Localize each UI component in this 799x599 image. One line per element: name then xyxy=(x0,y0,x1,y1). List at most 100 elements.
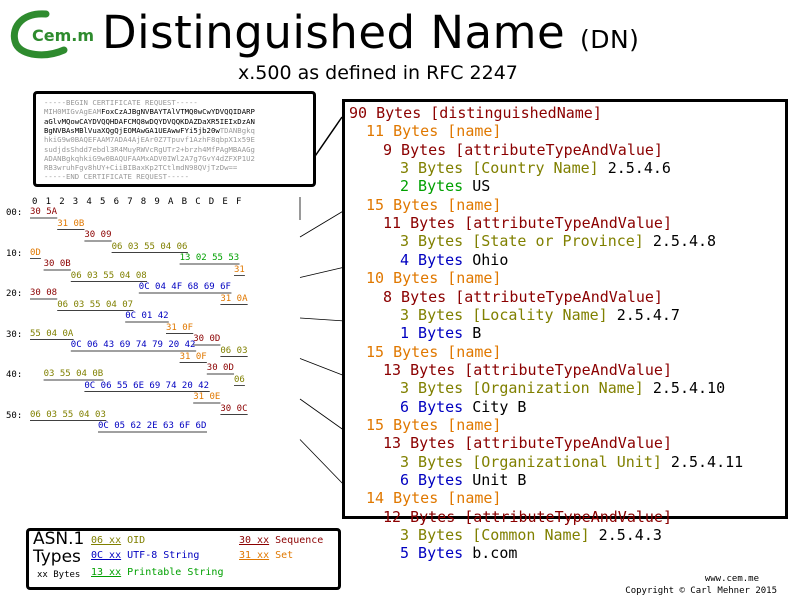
hex-chunk: 31 0B xyxy=(57,218,85,229)
dn-value: 2.5.4.6 xyxy=(598,159,671,178)
hex-chunk: 06 03 xyxy=(220,345,248,356)
hex-offset: 10: xyxy=(6,248,23,259)
legend-code: 0C xx xyxy=(91,550,122,561)
cert-text: FoxCzAJBgNVBAYTAlVTMQ0wCwYDVQQIDARP xyxy=(101,107,255,117)
hex-chunk: 31 0E xyxy=(193,392,221,402)
legend-item: 31 xx Set xyxy=(239,550,293,561)
dn-bytes-label: 6 Bytes xyxy=(400,471,464,489)
hex-column-header: 8 xyxy=(140,197,147,207)
dn-value: 2.5.4.10 xyxy=(643,379,726,398)
hex-chunk: 13 02 55 53 xyxy=(179,253,240,263)
cert-line: sudjdsShdd7ebdl3R4MuyRWVcRgUTr2+brzh4MfP… xyxy=(44,144,255,154)
cert-text: BgNVBAsMBlVuaXQgQjEOMAwGA1UEAwwFYi5jb20w xyxy=(44,125,220,135)
dn-bytes-label: 13 Bytes [attributeTypeAndValue] xyxy=(383,434,672,453)
dn-bytes-label: 11 Bytes [attributeTypeAndValue] xyxy=(383,214,672,233)
hex-offset: 40: xyxy=(6,370,23,380)
dn-value: B xyxy=(463,324,482,343)
dn-bytes-label: 3 Bytes [Country Name] xyxy=(400,159,599,178)
hex-chunk: 06 03 55 04 07 xyxy=(57,299,134,310)
cert-line: hkiG9w0BAQEFAAM7ADA4AjEAr0Z7Tpuvf1AzhF8q… xyxy=(44,135,255,145)
title-main: Distinguished Name xyxy=(102,6,566,59)
dn-bytes-label: 3 Bytes [Organization Name] xyxy=(400,379,644,398)
dn-bytes-label: 8 Bytes [attributeTypeAndValue] xyxy=(383,287,663,306)
dn-tree-line: 1 Bytes B xyxy=(400,324,481,342)
legend-title-2: Types xyxy=(33,547,81,567)
hex-chunk: 55 04 0A xyxy=(30,328,74,339)
hex-chunk: 30 0D xyxy=(193,334,221,344)
legend-label: Printable String xyxy=(121,567,224,578)
dn-bytes-label: 3 Bytes [Locality Name] xyxy=(400,305,608,324)
certificate-request-box: -----BEGIN CERTIFICATE REQUEST-----MIH0M… xyxy=(33,91,316,187)
connector-line xyxy=(299,439,346,487)
legend-code: 06 xx xyxy=(91,535,122,546)
hex-column-header: D xyxy=(208,197,215,207)
hex-column-header: 1 xyxy=(45,197,52,207)
dn-value: 2.5.4.7 xyxy=(607,305,680,324)
page-title: Distinguished Name (DN) xyxy=(102,6,639,59)
dn-value: Ohio xyxy=(463,250,509,269)
dn-tree-line: 11 Bytes [name] xyxy=(366,122,501,140)
dn-tree-line: 6 Bytes Unit B xyxy=(400,471,526,489)
dn-tree-line: 14 Bytes [name] xyxy=(366,489,501,507)
legend-item: 06 xx OID xyxy=(91,535,145,546)
hex-column-header: 2 xyxy=(59,197,65,207)
hex-chunk: 31 0F xyxy=(179,351,207,362)
hex-column-header: 6 xyxy=(113,197,120,207)
footer-site: www.cem.me xyxy=(704,574,759,584)
dn-value: City B xyxy=(463,397,527,416)
connector-line xyxy=(299,358,346,377)
dn-tree-line: 2 Bytes US xyxy=(400,177,490,195)
hex-chunk: 30 0D xyxy=(206,363,234,373)
dn-tree-line: 15 Bytes [name] xyxy=(366,196,501,214)
dn-tree-line: 11 Bytes [attributeTypeAndValue] xyxy=(383,214,672,232)
dn-value: b.com xyxy=(463,544,518,563)
dn-bytes-label: 14 Bytes [name] xyxy=(366,489,502,508)
cert-text: TDANBgkq xyxy=(219,125,255,135)
hex-chunk: 0C 04 4F 68 69 6F xyxy=(138,282,231,292)
legend-label: Sequence xyxy=(269,535,324,546)
legend-label: OID xyxy=(121,535,146,546)
hex-column-header: A xyxy=(168,197,174,207)
connector-line xyxy=(299,209,346,238)
hex-chunk: 0D xyxy=(30,247,41,258)
dn-tree-line: 13 Bytes [attributeTypeAndValue] xyxy=(383,361,672,379)
hex-chunk: 03 55 04 0B xyxy=(43,369,104,379)
hex-chunk: 0C 01 42 xyxy=(125,311,169,321)
cert-text: MIH0MIGvAgEAM xyxy=(44,107,102,117)
legend-code: 31 xx xyxy=(239,550,270,561)
hex-chunk: 31 0F xyxy=(166,322,194,333)
connector-line xyxy=(299,266,346,278)
dn-tree-line: 15 Bytes [name] xyxy=(366,416,501,434)
dn-tree-line: 3 Bytes [Common Name] 2.5.4.3 xyxy=(400,526,662,544)
legend-code: 30 xx xyxy=(239,535,270,546)
hex-column-header: 5 xyxy=(100,197,106,207)
dn-tree-line: 3 Bytes [Organizational Unit] 2.5.4.11 xyxy=(400,453,743,471)
hex-offset: 30: xyxy=(6,329,23,340)
dn-tree-line: 15 Bytes [name] xyxy=(366,343,501,361)
dn-tree-line: 8 Bytes [attributeTypeAndValue] xyxy=(383,288,663,306)
hex-offset: 50: xyxy=(6,410,23,421)
dn-bytes-label: 3 Bytes [State or Province] xyxy=(400,232,644,251)
cert-line: MIH0MIGvAgEAMFoxCzAJBgNVBAYTAlVTMQ0wCwYD… xyxy=(44,107,255,116)
hex-column-header: 3 xyxy=(72,197,79,207)
dn-bytes-label: 12 Bytes [attributeTypeAndValue] xyxy=(383,507,672,526)
connector-line xyxy=(299,398,346,432)
hex-chunk: 06 03 55 04 08 xyxy=(70,270,147,281)
dn-tree-line: 3 Bytes [Organization Name] 2.5.4.10 xyxy=(400,379,725,397)
dn-tree-line: 10 Bytes [name] xyxy=(366,269,501,287)
dn-value: 2.5.4.3 xyxy=(589,526,662,545)
dn-bytes-label: 15 Bytes [name] xyxy=(366,415,502,434)
hex-chunk: 06 xyxy=(234,374,245,385)
dn-value: Unit B xyxy=(463,471,527,489)
cert-line: ADANBgkqhkiG9w0BAQUFAAMxADV0IWl2A7g7GvY4… xyxy=(44,153,255,163)
dn-tree-line: 90 Bytes [distinguishedName] xyxy=(349,104,602,122)
dn-tree-line: 13 Bytes [attributeTypeAndValue] xyxy=(383,434,672,452)
hex-column-header: 9 xyxy=(154,197,160,207)
dn-bytes-label: 11 Bytes [name] xyxy=(366,122,502,141)
hex-column-header: 0 xyxy=(32,197,38,207)
hex-offset: 00: xyxy=(6,208,23,218)
hex-chunk: 06 03 55 04 03 xyxy=(30,409,106,420)
dn-tree-line: 5 Bytes b.com xyxy=(400,544,517,562)
dn-bytes-label: 6 Bytes xyxy=(400,397,464,416)
